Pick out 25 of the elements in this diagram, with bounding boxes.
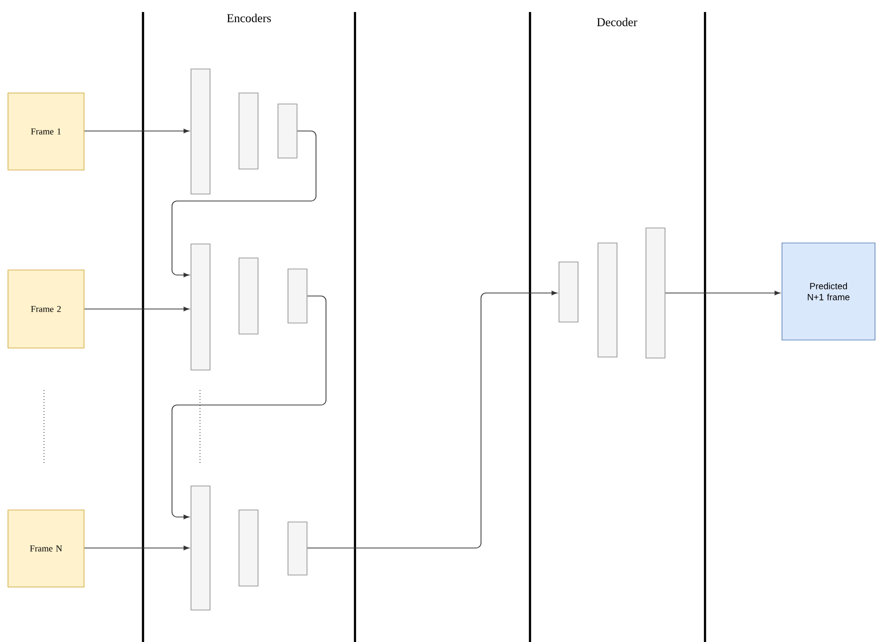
layer-block [598, 242, 618, 358]
layer-block [238, 510, 258, 586]
layer-block [278, 104, 298, 158]
section-heading: Decoder [597, 18, 638, 26]
layer-block [646, 228, 666, 358]
layer-block [190, 68, 210, 194]
arrow [84, 128, 190, 134]
arrow [172, 296, 326, 520]
arrow [307, 290, 558, 548]
output-box: Predicted N+1 frame [782, 242, 876, 340]
arrow [84, 306, 190, 312]
layer-block [238, 258, 258, 334]
layer-block [190, 486, 210, 610]
frame-box: Frame 1 [8, 92, 84, 170]
frame-box: Frame N [8, 510, 84, 588]
layer-block [288, 522, 308, 576]
arrow [172, 130, 316, 278]
layer-block [190, 244, 210, 370]
layer-block [238, 92, 258, 170]
layer-block [558, 262, 578, 322]
section-heading: Encoders [227, 14, 271, 22]
frame-box: Frame 2 [8, 270, 84, 348]
layer-block [288, 268, 308, 324]
arrow [665, 290, 780, 296]
arrow [84, 546, 190, 550]
